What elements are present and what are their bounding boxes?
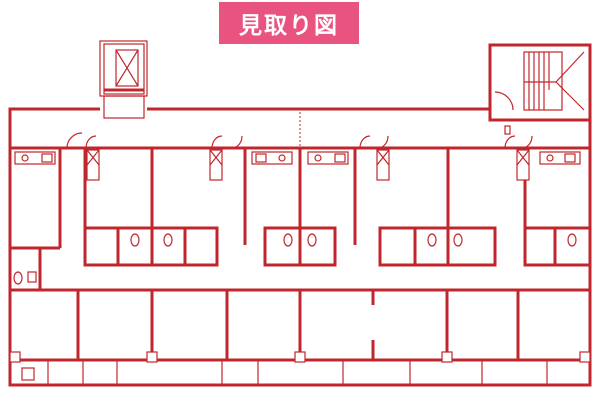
floor-plan-title: 見取り図 [239,13,339,39]
floor-plan-title-badge: 見取り図 [219,2,359,44]
stair-treads-icon [523,51,585,111]
elevator-shaft [99,40,148,119]
lower-rooms [9,290,591,363]
door-swings [66,132,533,149]
door-swing-icon [494,91,514,111]
balcony [21,360,548,385]
entry-closets [86,149,530,181]
stairwell [488,43,592,135]
unit-partitions [58,148,527,265]
bathroom-blocks [13,226,592,285]
kitchen-counters [14,151,581,165]
corridor [8,107,592,387]
